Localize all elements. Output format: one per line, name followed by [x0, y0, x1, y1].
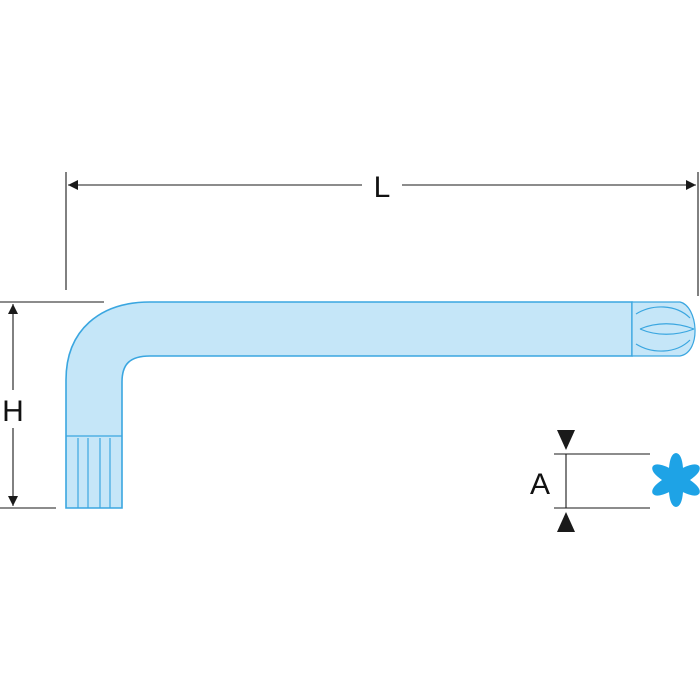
- dimension-a: A: [530, 430, 650, 532]
- key-body: [65, 301, 633, 509]
- arrow-a-top: [557, 430, 575, 450]
- short-arm-flutes: [66, 435, 122, 508]
- ball-end-head: [631, 301, 696, 357]
- label-h: H: [2, 395, 24, 428]
- dimension-h: H: [0, 301, 104, 509]
- l-shaped-torx-key-icon: [65, 301, 696, 509]
- dimension-l: L: [65, 171, 699, 296]
- label-a: A: [530, 468, 550, 501]
- torx-star-profile-icon: [652, 453, 700, 507]
- label-l: L: [374, 171, 391, 204]
- arrow-a-bottom: [557, 512, 575, 532]
- torx-star: [652, 453, 700, 507]
